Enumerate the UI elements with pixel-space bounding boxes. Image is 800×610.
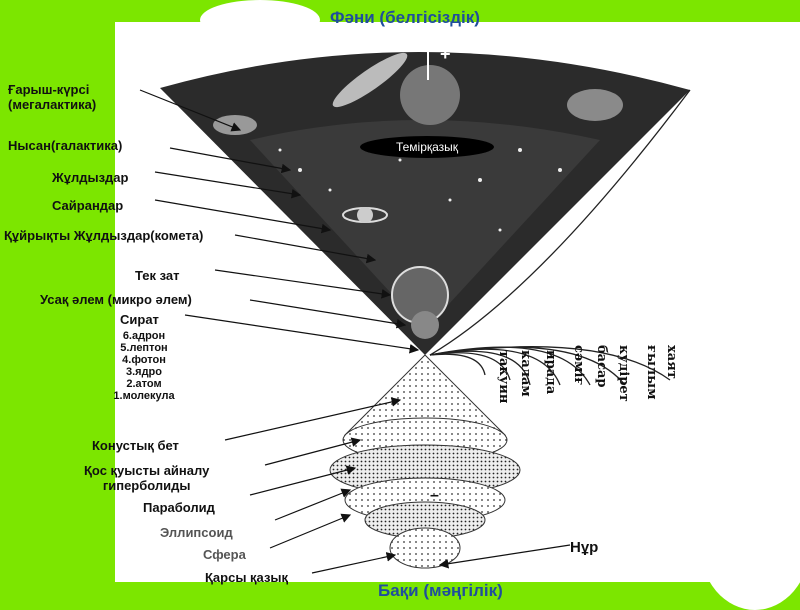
label-comets: Құйрықты Жұлдыздар(комета) — [4, 228, 204, 243]
label-stars: Жұлдыздар — [52, 170, 129, 185]
label-cone: Конустық бет — [92, 438, 179, 453]
arc-lines — [429, 89, 691, 386]
label-micro: Усақ әлем (микро әлем) — [40, 292, 192, 307]
plus-sign: + — [440, 44, 451, 64]
sirat-level: 4.фотон — [122, 354, 166, 366]
leader-arrows — [139, 89, 571, 574]
galaxy-icon — [213, 115, 257, 135]
label-matter: Тек зат — [135, 268, 180, 283]
title-top: Фәни (белгісіздік) — [330, 8, 480, 27]
label-sirat: Сират — [120, 312, 159, 327]
arc-words: хаят ғылым кудірет басар сәміғ ирада кал… — [496, 345, 679, 404]
north-pole-label: Темірқазық — [360, 136, 494, 158]
label-sphere: Сфера — [203, 547, 246, 562]
label-galaxy: Нысан(галактика) — [8, 138, 123, 153]
arc-word: ирада — [543, 350, 558, 395]
arc-word: хаят — [664, 345, 679, 379]
label-paraboloid: Параболид — [143, 500, 215, 515]
arc-word: сәміғ — [571, 345, 586, 385]
arc-word: калам — [518, 350, 533, 397]
arc-word: такуин — [496, 350, 511, 404]
label-ellipsoid: Эллипсоид — [160, 525, 233, 540]
star-cluster — [400, 65, 460, 125]
sirat-level: 1.молекула — [113, 390, 175, 402]
label-south-pole: Қарсы қазық — [205, 570, 289, 585]
label-planets: Сайрандар — [52, 198, 124, 213]
label-hyperboloid: Қос қуысты айналу гиперболиды — [84, 463, 210, 493]
arc-word: басар — [594, 345, 609, 388]
sirat-level: 2.атом — [126, 378, 162, 390]
sirat-level: 5.лептон — [120, 342, 168, 354]
sirat-level: 6.адрон — [122, 330, 166, 342]
galaxy-icon — [567, 89, 623, 121]
sirat-level: 3.ядро — [125, 366, 162, 378]
label-megagalaxy: Ғарыш-күрсі (мегалактика) — [8, 82, 97, 112]
sirat-levels: 6.адрон 5.лептон 4.фотон 3.ядро 2.атом 1… — [104, 330, 184, 402]
sphere-surface — [389, 527, 461, 569]
planet-icon — [357, 207, 373, 223]
micro-world — [411, 311, 439, 339]
arc-word: кудірет — [616, 345, 631, 402]
star-dots — [278, 148, 562, 232]
title-bottom: Бақи (мәңгілік) — [378, 581, 503, 600]
arc-word: ғылым — [644, 345, 659, 400]
label-nur: Нұр — [570, 539, 599, 556]
spiral-galaxy-icon — [332, 52, 408, 108]
upper-cone-inner-band — [250, 120, 600, 330]
minus-sign: – — [430, 487, 439, 504]
